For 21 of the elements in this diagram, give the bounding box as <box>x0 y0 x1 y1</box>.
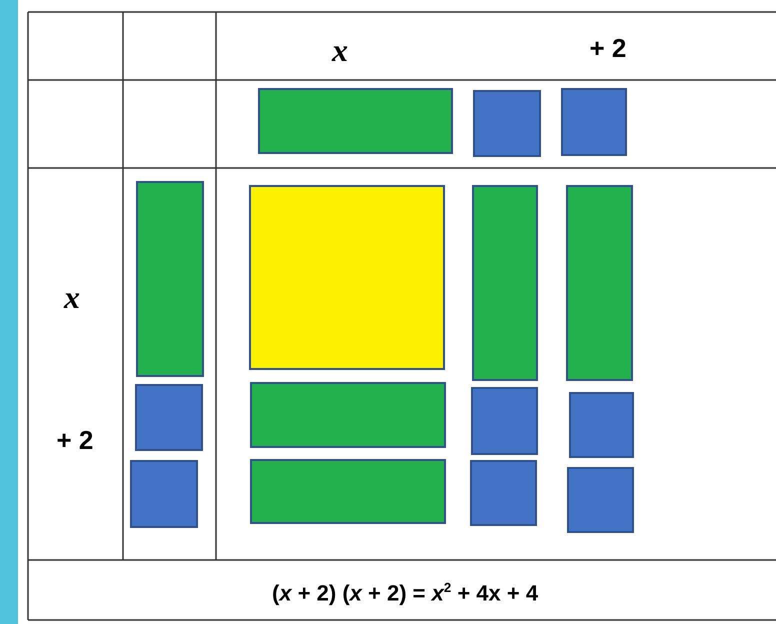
algebra-tile <box>250 459 446 524</box>
variable-label: x <box>64 281 80 313</box>
algebra-tile <box>472 185 538 381</box>
side-bar <box>0 0 18 624</box>
algebra-tile <box>569 392 634 458</box>
algebra-tile <box>473 90 541 157</box>
algebra-tile <box>258 88 453 154</box>
algebra-tile <box>250 382 446 448</box>
algebra-tile <box>566 185 633 381</box>
algebra-tile <box>470 460 537 526</box>
variable-label: x <box>332 34 348 66</box>
algebra-tile <box>130 460 198 528</box>
algebra-tile <box>471 387 538 455</box>
algebra-tile <box>567 467 634 533</box>
algebra-tile <box>136 181 204 377</box>
algebra-tile <box>561 88 627 156</box>
term-label: + 2 <box>56 427 94 453</box>
term-label: + 2 <box>590 35 626 61</box>
algebra-tile <box>135 384 203 451</box>
algebra-tile <box>249 185 445 370</box>
equation: (x + 2) (x + 2) = x$^{2}$ + 4x + 4 <box>272 580 538 604</box>
